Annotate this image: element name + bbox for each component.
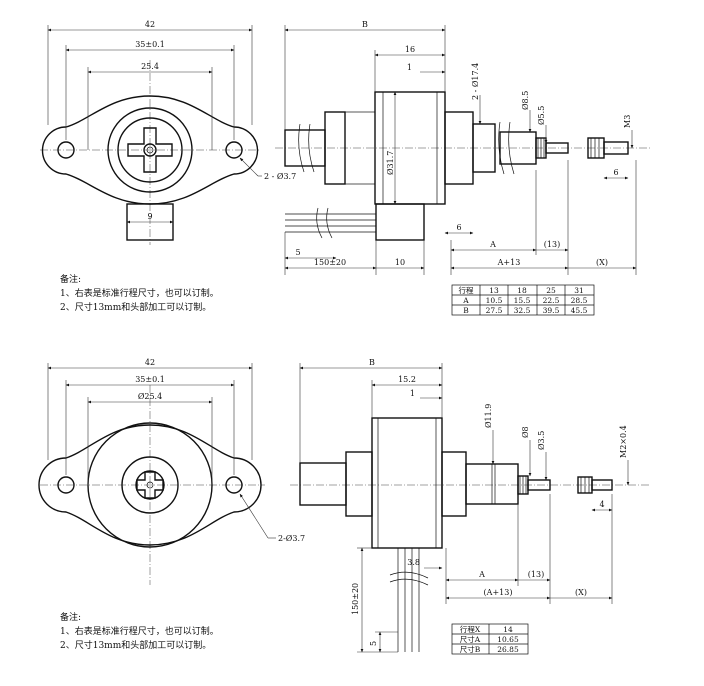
dim-m2: M2×0.4	[619, 425, 628, 458]
note-line-2: 2、尺寸13mm和头部加工可以订制。	[60, 639, 211, 651]
table-cell: 39.5	[543, 306, 560, 315]
dim-d317: Ø31.7	[386, 151, 395, 175]
top-notes: 备注: 1、右表是标准行程尺寸，也可以订制。 2、尺寸13mm和头部加工可以订制…	[60, 273, 219, 313]
dim-d17: 2 - Ø17.4	[471, 63, 480, 100]
top-side-view: B 16 1 2 - Ø17.4 Ø8.5 Ø5.5 M3 Ø31.7 6 6 …	[275, 20, 650, 275]
dim-mount-spacing: 35±0.1	[135, 375, 165, 384]
dim-6-right: 6	[613, 168, 618, 177]
dim-4: 4	[599, 500, 604, 509]
dim-X: (X)	[596, 258, 608, 267]
bottom-front-view: 42 35±0.1 Ø25.4 2-Ø3.7	[38, 358, 305, 585]
table-cell: 尺寸A	[460, 634, 481, 644]
table-cell: 27.5	[486, 306, 503, 315]
dim-A13: A+13	[497, 258, 521, 267]
table-cell: 10.5	[486, 296, 503, 305]
dim-d85: Ø8.5	[521, 91, 530, 110]
top-front-view: 42 35±0.1 25.4 2 - Ø3.7 9	[40, 20, 296, 245]
note-line-1: 1、右表是标准行程尺寸，也可以订制。	[60, 287, 219, 299]
note-line-1: 1、右表是标准行程尺寸，也可以订制。	[60, 625, 219, 637]
table-cell: 22.5	[543, 296, 560, 305]
dim-boss: Ø25.4	[138, 392, 162, 401]
table-cell: 31	[574, 286, 584, 295]
top-stroke-table: 行程 13 18 25 31 A 10.5 15.5 22.5 28.5 B 2…	[451, 284, 595, 316]
dim-5: 5	[295, 248, 300, 257]
dim-A: A	[478, 570, 485, 579]
dim-mount-spacing: 35±0.1	[135, 40, 165, 49]
dim-d8: Ø8	[521, 426, 530, 438]
table-cell: B	[463, 306, 469, 315]
dim-holes: 2 - Ø3.7	[264, 172, 296, 181]
dim-B: B	[362, 20, 368, 29]
dim-13: (13)	[544, 240, 560, 249]
dim-10: 10	[395, 258, 405, 267]
table-cell: 26.85	[497, 645, 519, 654]
dim-5: 5	[369, 641, 378, 646]
table-cell: 尺寸B	[460, 644, 481, 654]
table-cell: 15.5	[514, 296, 531, 305]
dim-tab: 9	[147, 212, 152, 221]
table-cell: 10.65	[497, 635, 519, 644]
bottom-side-view: B 15.2 1 Ø11.9 Ø8 Ø3.5 M2×0.4 4 3.8 A (1…	[290, 358, 650, 653]
table-cell: 28.5	[571, 296, 588, 305]
notes-title: 备注:	[60, 611, 81, 623]
dim-6: 6	[456, 223, 461, 232]
table-cell: 14	[503, 625, 513, 634]
table-cell: 行程	[459, 285, 474, 295]
dim-15-2: 15.2	[398, 375, 416, 384]
dim-1: 1	[410, 389, 415, 398]
dim-d55: Ø5.5	[537, 106, 546, 125]
dim-d3-5: Ø3.5	[537, 431, 546, 450]
dim-3-8: 3.8	[407, 558, 420, 567]
dim-overall-width: 42	[145, 358, 155, 367]
dim-overall-width: 42	[145, 20, 155, 29]
table-cell: 32.5	[514, 306, 531, 315]
dim-1: 1	[407, 63, 412, 72]
dim-lead: 150±20	[351, 583, 360, 615]
dim-m3: M3	[623, 115, 632, 128]
table-cell: 13	[489, 286, 499, 295]
dim-16: 16	[405, 45, 415, 54]
table-cell: 45.5	[571, 306, 588, 315]
dim-A13: (A+13)	[484, 588, 513, 597]
dim-holes: 2-Ø3.7	[278, 534, 305, 543]
dim-B: B	[369, 358, 375, 367]
bottom-notes: 备注: 1、右表是标准行程尺寸，也可以订制。 2、尺寸13mm和头部加工可以订制…	[60, 611, 219, 651]
dim-X: (X)	[575, 588, 587, 597]
table-cell: A	[462, 296, 469, 305]
bottom-stroke-table: 行程X 14 尺寸A 10.65 尺寸B 26.85	[451, 623, 529, 655]
table-cell: 18	[517, 286, 527, 295]
dim-lead: 150±20	[314, 258, 346, 267]
dim-d11-9: Ø11.9	[484, 404, 493, 428]
notes-title: 备注:	[60, 273, 81, 285]
dim-A: A	[489, 240, 496, 249]
table-cell: 25	[546, 286, 556, 295]
note-line-2: 2、尺寸13mm和头部加工可以订制。	[60, 301, 211, 313]
dim-boss: 25.4	[141, 62, 159, 71]
table-cell: 行程X	[460, 624, 481, 634]
dim-13: (13)	[528, 570, 544, 579]
